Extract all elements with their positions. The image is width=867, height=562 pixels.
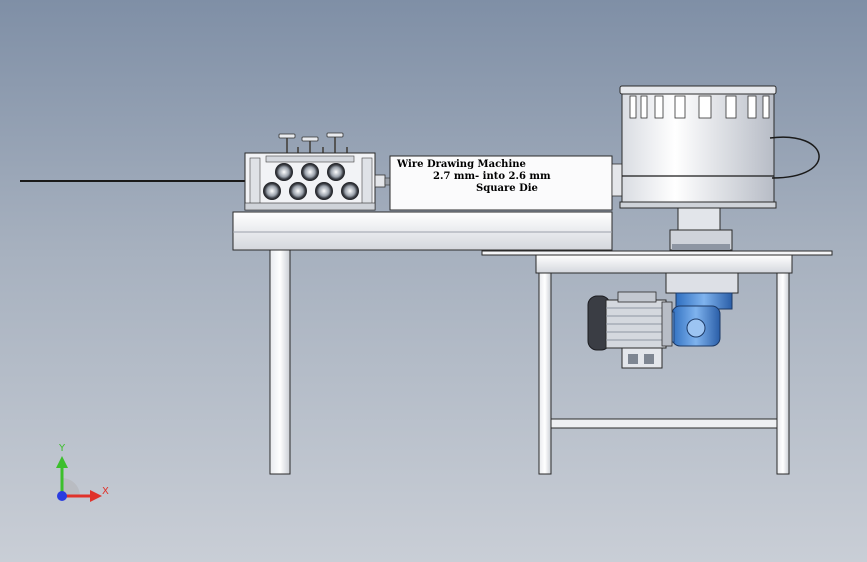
gearbox-shaft xyxy=(665,207,739,310)
axis-y-label: Y xyxy=(59,443,66,454)
drawing-die: Square Die xyxy=(476,183,538,194)
gear-reducer xyxy=(663,305,721,347)
axis-triad xyxy=(56,456,102,502)
axis-x-label: X xyxy=(102,486,109,497)
electric-motor xyxy=(587,291,673,369)
drawing-title: Wire Drawing Machine xyxy=(397,159,526,170)
roller-straightener xyxy=(244,132,391,211)
drum-capstan xyxy=(611,85,820,209)
drawing-spec: 2.7 mm- into 2.6 mm xyxy=(433,171,551,182)
die-box xyxy=(389,155,613,211)
left-table xyxy=(232,211,613,475)
right-table xyxy=(481,250,833,475)
